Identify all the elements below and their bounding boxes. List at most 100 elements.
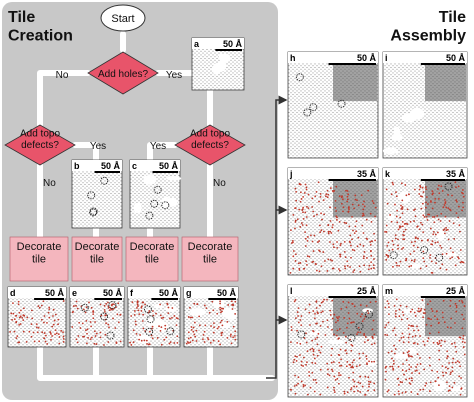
tile-l-defect-atom [373,333,376,336]
tile-m-hole [407,347,417,354]
tile-j-defect-atom [342,198,344,201]
tile-m-defect-atom [438,321,440,324]
tile-d-defect-atom [9,330,12,333]
tile-k-defect-atom [397,247,399,250]
tile-k-defect-atom [427,203,429,205]
tile-l-defect-atom [338,328,341,330]
tile-m-defect-atom [458,299,461,302]
tile-m-defect-atom [458,375,461,378]
tile-m-defect-atom [438,340,441,342]
tile-j-defect-atom [366,238,369,241]
tile-l-defect-atom [308,311,311,314]
tile-g-defect-atom [216,312,219,315]
tile-l-defect-atom [309,324,311,326]
tile-k-defect-atom [408,265,411,268]
tile-j-defect-atom [305,188,308,191]
tile-j-defect-atom [338,220,341,223]
tile-m-defect-atom [394,348,397,350]
tile-d-defect-atom [38,306,41,309]
tile-l-defect-atom [359,375,362,378]
tile-g-defect-atom [217,340,220,343]
tile-l-defect-atom [311,371,314,374]
tile-l-defect-atom [290,341,292,344]
tile-l-defect-atom [329,314,332,316]
tile-l-defect-atom [363,318,366,320]
tile-k-defect-atom [390,220,393,223]
tile-k-defect-atom [457,257,460,260]
tile-k-defect-atom [432,233,435,236]
tile-j-defect-atom [359,270,362,273]
tile-k-defect-atom [397,238,399,241]
tile-k-defect-atom [413,258,416,261]
tile-m-defect-atom [392,362,395,365]
tile-l-defect-atom [359,391,362,393]
tile-k-defect-atom [452,222,455,225]
tile-d-defect-atom [28,330,31,333]
tile-l-defect-atom [308,303,311,306]
tile-m-defect-atom [450,371,452,374]
tile-d-defect-atom [18,316,21,319]
tile-e-defect-atom [112,317,114,320]
tile-m-defect-atom [435,310,438,313]
tile-m-defect-atom [455,310,458,313]
tile-f-defect-atom [133,314,136,316]
tile-j-defect-atom [290,229,292,232]
tile-k-defect-atom [445,226,448,229]
tile-j-defect-atom [370,249,372,252]
tile-d-defect-atom [55,332,58,335]
tile-f-defect-atom [169,317,171,320]
tile-k-defect-atom [429,254,432,257]
tile-d-defect-atom [44,340,47,343]
tile-j-defect-atom [320,229,323,232]
tile-j-defect-atom [292,267,295,270]
tile-m-defect-atom [436,341,439,344]
tile-e-topo-defect-ring [80,303,89,312]
tile-l-defect-atom [319,324,322,327]
flow-connectors [37,31,275,381]
tile-f-defect-atom [135,332,138,335]
tile-d-defect-atom [17,303,20,306]
tile-m-defect-atom [437,376,440,379]
tile-d-defect-atom [33,340,36,343]
tile-m-defect-atom [429,381,432,384]
tile-l-defect-atom [337,382,340,385]
tile-e-defect-atom [94,335,97,337]
tile-j-defect-atom [303,192,306,194]
tile-k-defect-atom [433,230,435,233]
tile-k-defect-atom [397,228,400,231]
tile-k-defect-atom [423,260,426,263]
tile-j-defect-atom [322,199,325,202]
tile-d-defect-atom [43,332,46,334]
tile-l-defect-atom [317,332,320,335]
tile-i-hole [382,147,399,155]
tile-l-defect-atom [359,331,362,334]
tile-e-defect-atom [115,341,118,344]
tile-k-defect-atom [385,258,388,261]
tile-j-defect-atom [372,264,375,267]
tile-j-defect-atom [358,265,361,268]
tile-g-defect-atom [203,330,206,333]
tile-e-defect-atom [107,323,110,326]
tile-e-defect-atom [95,332,98,335]
tile-m-defect-atom [398,393,400,395]
tile-m-defect-atom [446,326,449,329]
tile-j-defect-atom [302,211,304,214]
tile-m-defect-atom [424,384,427,387]
tile-m-defect-atom [408,363,411,366]
tile-m-defect-atom [428,356,431,359]
tile-k-defect-atom [402,233,404,236]
tile-l-defect-atom [368,383,370,386]
tile-d-defect-atom [54,313,57,316]
tile-k-defect-atom [394,237,397,240]
tile-k-defect-atom [421,202,424,205]
tile-f-defect-atom [136,303,139,306]
tile-l-scale-label: 25 Å [357,286,377,296]
tile-e-defect-atom [119,313,122,316]
tile-l-defect-atom [363,334,366,337]
tile-m-defect-atom [394,312,397,315]
tile-k-defect-atom [409,220,412,223]
tile-d-defect-atom [40,304,43,307]
tile-j-defect-atom [343,221,346,224]
